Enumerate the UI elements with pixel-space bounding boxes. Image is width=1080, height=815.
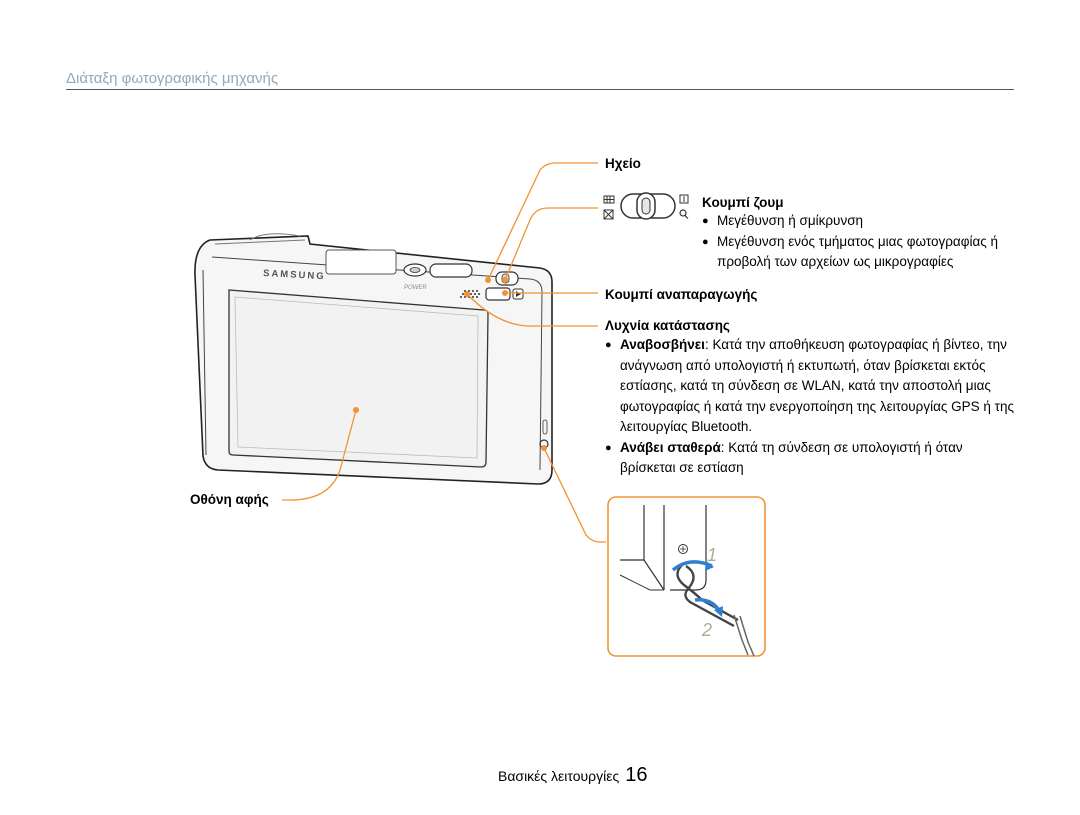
strap-step-2: 2 (701, 620, 712, 640)
zoom-bullet-list: Μεγέθυνση ή σμίκρυνση Μεγέθυνση ενός τμή… (702, 211, 1012, 273)
callout-markers (353, 277, 547, 451)
blinks-term: Αναβοσβήνει (620, 337, 705, 352)
telephoto-icon (679, 194, 689, 204)
playback-button-label: Κουμπί αναπαραγωγής (605, 287, 758, 302)
steady-term: Ανάβει σταθερά (620, 439, 721, 455)
page-number: 16 (625, 764, 648, 786)
wide-angle-icon (603, 195, 615, 204)
steady-description: : Κατά τη σύνδεση σε υπολογιστή ή όταν β… (620, 439, 963, 476)
camera-brand-text: SAMSUNG (263, 268, 326, 282)
status-lamp-label: Λυχνία κατάστασης (605, 318, 730, 333)
blinks-description: : Κατά την αποθήκευση φωτογραφίας ή βίντ… (620, 337, 1015, 434)
title-divider (66, 89, 1014, 90)
zoom-rocker-illustration (620, 192, 676, 220)
speaker-label: Ηχείο (605, 156, 641, 171)
touchscreen-display[interactable] (228, 289, 489, 468)
callout-leader-lines (282, 162, 606, 543)
footer-section-label: Βασικές λειτουργίες (498, 768, 620, 784)
status-lamp-bullet-blinks: Αναβοσβήνει: Κατά την αποθήκευση φωτογρα… (605, 335, 1015, 438)
strap-attachment-inset (607, 496, 766, 657)
zoom-bullet-item: Μεγέθυνση ή σμίκρυνση (702, 211, 1012, 232)
status-lamp-bullet-list: Αναβοσβήνει: Κατά την αποθήκευση φωτογρα… (605, 335, 1015, 479)
magnifier-icon (679, 209, 689, 219)
page-section-title: Διάταξη φωτογραφικής μηχανής (66, 70, 279, 87)
strap-step-1: 1 (707, 545, 717, 565)
page-footer: Βασικές λειτουργίες 16 (498, 764, 648, 787)
touchscreen-label: Οθόνη αφής (190, 492, 269, 507)
status-lamp-bullet-steady: Ανάβει σταθερά: Κατά τη σύνδεση σε υπολο… (605, 438, 1015, 479)
zoom-button-label: Κουμπί ζουμ (702, 195, 784, 210)
thumbnail-grid-icon (603, 209, 614, 220)
power-label: POWER (404, 285, 427, 291)
zoom-bullet-item: Μεγέθυνση ενός τμήματος μιας φωτογραφίας… (702, 232, 1012, 273)
